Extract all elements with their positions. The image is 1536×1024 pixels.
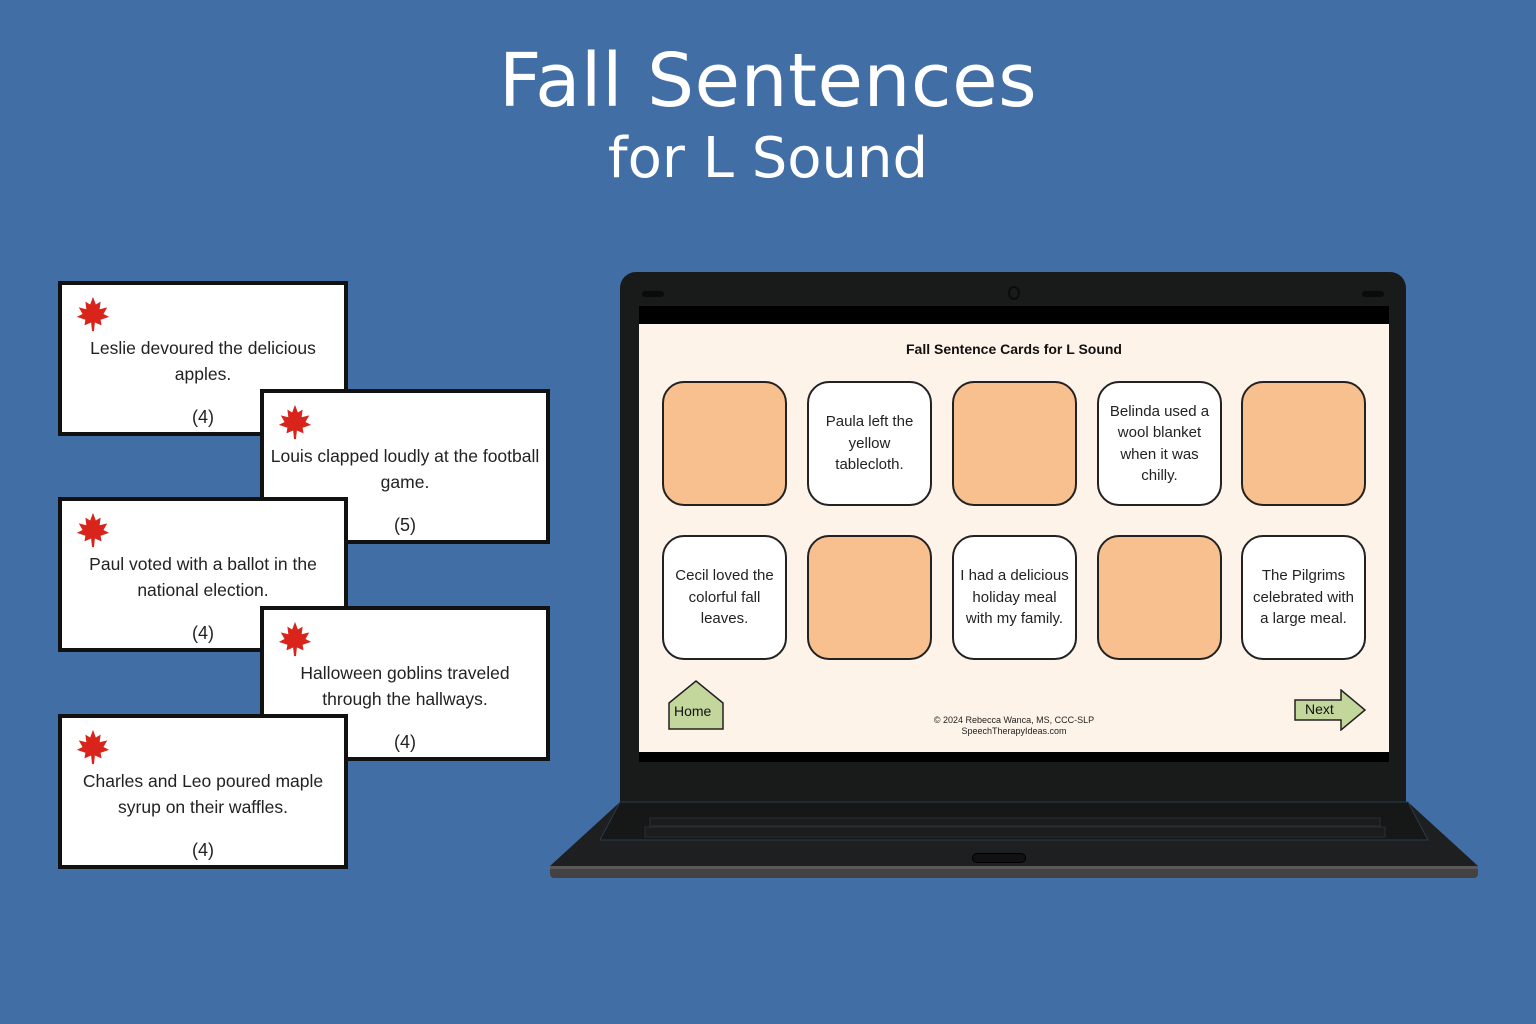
- maple-leaf-icon: [278, 404, 312, 440]
- task-card: Leslie devoured the delicious apples. (4…: [58, 281, 348, 436]
- speaker-slot: [1362, 291, 1384, 297]
- task-card-text: Leslie devoured the delicious apples.: [90, 338, 316, 384]
- website-text: SpeechTherapyIdeas.com: [961, 726, 1067, 736]
- speaker-slot: [642, 291, 664, 297]
- task-card: Charles and Leo poured maple syrup on th…: [58, 714, 348, 869]
- home-icon: [668, 680, 724, 730]
- game-card-hidden[interactable]: [1241, 381, 1366, 506]
- game-card[interactable]: Belinda used a wool blanket when it was …: [1097, 381, 1222, 506]
- screen-top-bar: [639, 306, 1389, 324]
- screen-bottom-bar: [639, 752, 1389, 762]
- task-card: Louis clapped loudly at the football gam…: [260, 389, 550, 544]
- laptop-screen: Fall Sentence Cards for L Sound Paula le…: [639, 324, 1389, 752]
- page-subtitle: for L Sound: [607, 126, 929, 191]
- task-card-text: Louis clapped loudly at the football gam…: [270, 446, 540, 492]
- maple-leaf-icon: [76, 729, 110, 765]
- task-card-count: (4): [192, 840, 214, 860]
- arrow-right-icon: [1294, 688, 1367, 732]
- task-card-text: Charles and Leo poured maple syrup on th…: [82, 771, 324, 817]
- maple-leaf-icon: [76, 512, 110, 548]
- task-card-count: (5): [394, 515, 416, 535]
- task-card-count: (4): [394, 732, 416, 752]
- home-button[interactable]: Home: [667, 679, 725, 731]
- laptop-front-slot: [972, 853, 1026, 863]
- home-button-label: Home: [674, 703, 712, 719]
- laptop-lid: Fall Sentence Cards for L Sound Paula le…: [620, 272, 1406, 802]
- copyright: © 2024 Rebecca Wanca, MS, CCC-SLP Speech…: [639, 715, 1389, 737]
- maple-leaf-icon: [278, 621, 312, 657]
- screen-title: Fall Sentence Cards for L Sound: [905, 341, 1122, 357]
- game-card[interactable]: Paula left the yellow tablecloth.: [807, 381, 932, 506]
- game-card-hidden[interactable]: [807, 535, 932, 660]
- task-card-count: (4): [192, 623, 214, 643]
- laptop-base: [550, 801, 1478, 878]
- next-button[interactable]: Next: [1293, 688, 1367, 732]
- page-title: Fall Sentences: [498, 38, 1038, 124]
- game-card[interactable]: The Pilgrims celebrated with a large mea…: [1241, 535, 1366, 660]
- task-card-count: (4): [192, 407, 214, 427]
- game-card[interactable]: I had a delicious holiday meal with my f…: [952, 535, 1077, 660]
- webcam-icon: [1008, 286, 1020, 300]
- game-card[interactable]: Cecil loved the colorful fall leaves.: [662, 535, 787, 660]
- game-card-hidden[interactable]: [952, 381, 1077, 506]
- next-button-label: Next: [1305, 701, 1334, 717]
- task-card-text: Halloween goblins traveled through the h…: [300, 663, 510, 709]
- game-card-hidden[interactable]: [662, 381, 787, 506]
- task-card-text: Paul voted with a ballot in the national…: [89, 554, 317, 600]
- maple-leaf-icon: [76, 296, 110, 332]
- game-card-hidden[interactable]: [1097, 535, 1222, 660]
- copyright-line: © 2024 Rebecca Wanca, MS, CCC-SLP: [933, 715, 1095, 725]
